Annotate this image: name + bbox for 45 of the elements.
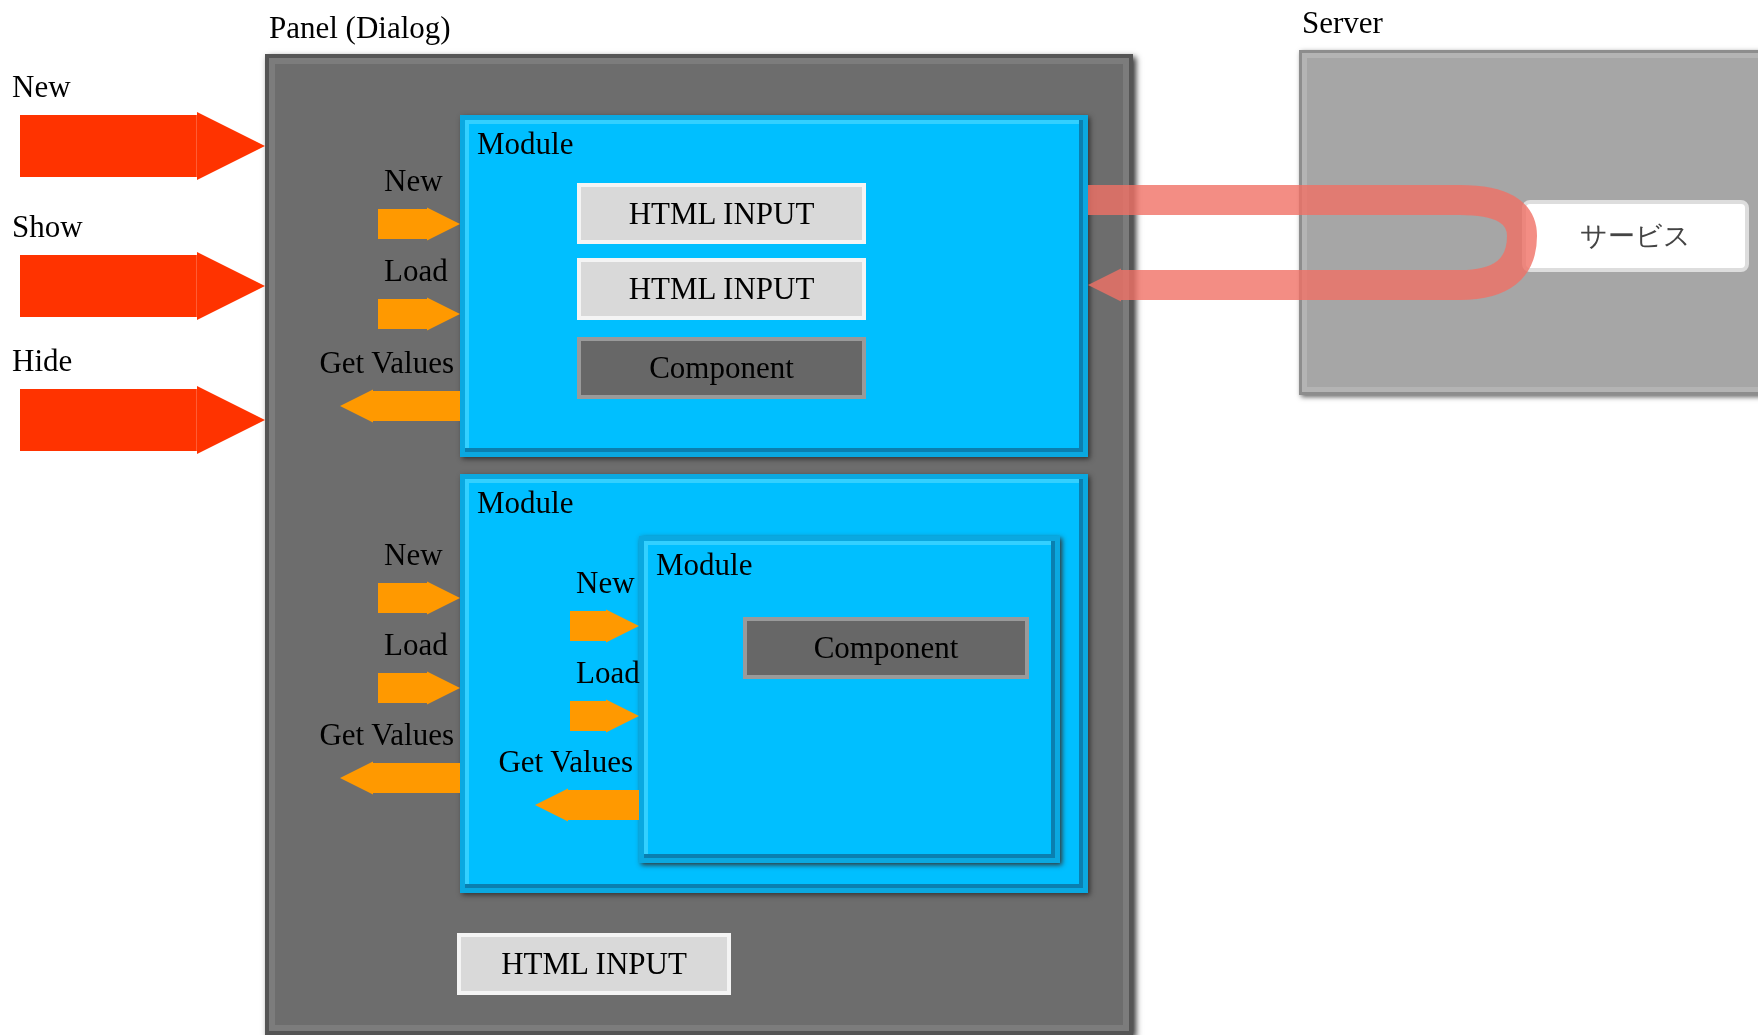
edge-label: Get Values bbox=[319, 345, 454, 381]
box-label: Component bbox=[649, 350, 794, 386]
round-trip-arrow bbox=[1088, 235, 1537, 302]
arrow bbox=[340, 761, 460, 795]
arrow bbox=[378, 297, 460, 331]
edge-label: Load bbox=[384, 253, 448, 289]
input-box bbox=[577, 183, 866, 244]
edge-label: Get Values bbox=[498, 744, 633, 780]
edge-label: New bbox=[384, 163, 443, 199]
box-label: HTML INPUT bbox=[628, 271, 815, 307]
service-box bbox=[1522, 200, 1749, 272]
box-title: Module bbox=[656, 547, 753, 583]
input-box bbox=[577, 258, 866, 320]
arrow bbox=[340, 389, 460, 423]
box-label: HTML INPUT bbox=[628, 195, 815, 232]
module-box bbox=[460, 474, 1088, 893]
edge-label: Load bbox=[384, 627, 448, 663]
arrow bbox=[20, 251, 265, 321]
arrow bbox=[20, 385, 265, 455]
arrow bbox=[535, 788, 639, 822]
box-title: Module bbox=[477, 126, 574, 162]
input-box bbox=[457, 933, 731, 995]
box-title: Panel (Dialog) bbox=[269, 10, 451, 46]
module-box bbox=[460, 115, 1088, 457]
box-title: Module bbox=[477, 485, 574, 521]
module-box bbox=[639, 536, 1060, 863]
arrow bbox=[570, 699, 639, 733]
edge-label: Show bbox=[12, 209, 83, 245]
edge-label: Load bbox=[576, 655, 640, 691]
edge-label: New bbox=[384, 537, 443, 573]
box-label: サービス bbox=[1580, 219, 1691, 253]
arrow bbox=[378, 207, 460, 241]
arrow bbox=[570, 609, 639, 643]
arrow bbox=[378, 671, 460, 705]
edge-label: New bbox=[12, 69, 71, 105]
arrow bbox=[378, 581, 460, 615]
component-box bbox=[743, 617, 1029, 679]
box-title: Server bbox=[1302, 5, 1383, 41]
box-label: Component bbox=[813, 630, 959, 666]
component-box bbox=[577, 337, 866, 399]
box-label: HTML INPUT bbox=[501, 946, 687, 982]
edge-label: Get Values bbox=[319, 717, 454, 753]
edge-label: New bbox=[576, 565, 635, 601]
edge-label: Hide bbox=[12, 343, 73, 379]
arrow bbox=[20, 111, 265, 181]
